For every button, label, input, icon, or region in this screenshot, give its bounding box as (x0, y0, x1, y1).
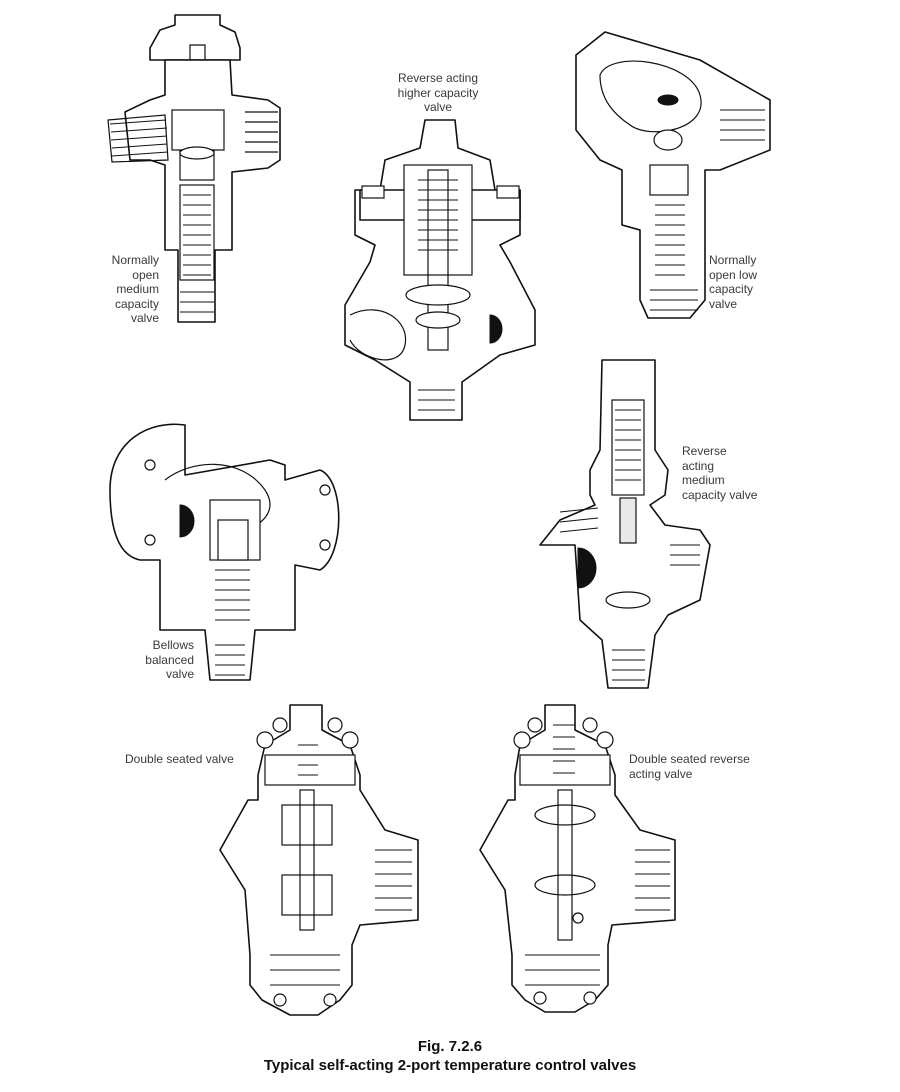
reverse-acting-medium-capacity-valve-drawing (539, 359, 711, 689)
reverse-acting-higher-capacity-valve-drawing (344, 119, 536, 421)
label-normally-open-medium: Normally open medium capacity valve (111, 253, 159, 325)
label-normally-open-low: Normally open low capacity valve (709, 253, 758, 311)
figure-number: Fig. 7.2.6 (417, 1038, 483, 1055)
label-double-seated: Double seated valve (125, 752, 234, 766)
bellows-balanced-valve-drawing (109, 423, 340, 681)
label-reverse-acting-medium: Reverse acting medium capacity valve (682, 444, 758, 502)
label-double-seated-reverse: Double seated reverse acting valve (629, 752, 750, 781)
double-seated-valve-drawing (219, 704, 419, 1016)
label-reverse-acting-higher: Reverse acting higher capacity valve (397, 71, 479, 114)
double-seated-reverse-acting-valve-drawing (479, 704, 676, 1013)
figure-caption: Typical self-acting 2-port temperature c… (263, 1057, 637, 1074)
normally-open-low-capacity-valve-drawing (575, 31, 771, 319)
normally-open-medium-capacity-valve-drawing (107, 14, 281, 323)
label-bellows-balanced: Bellows balanced valve (145, 638, 194, 681)
